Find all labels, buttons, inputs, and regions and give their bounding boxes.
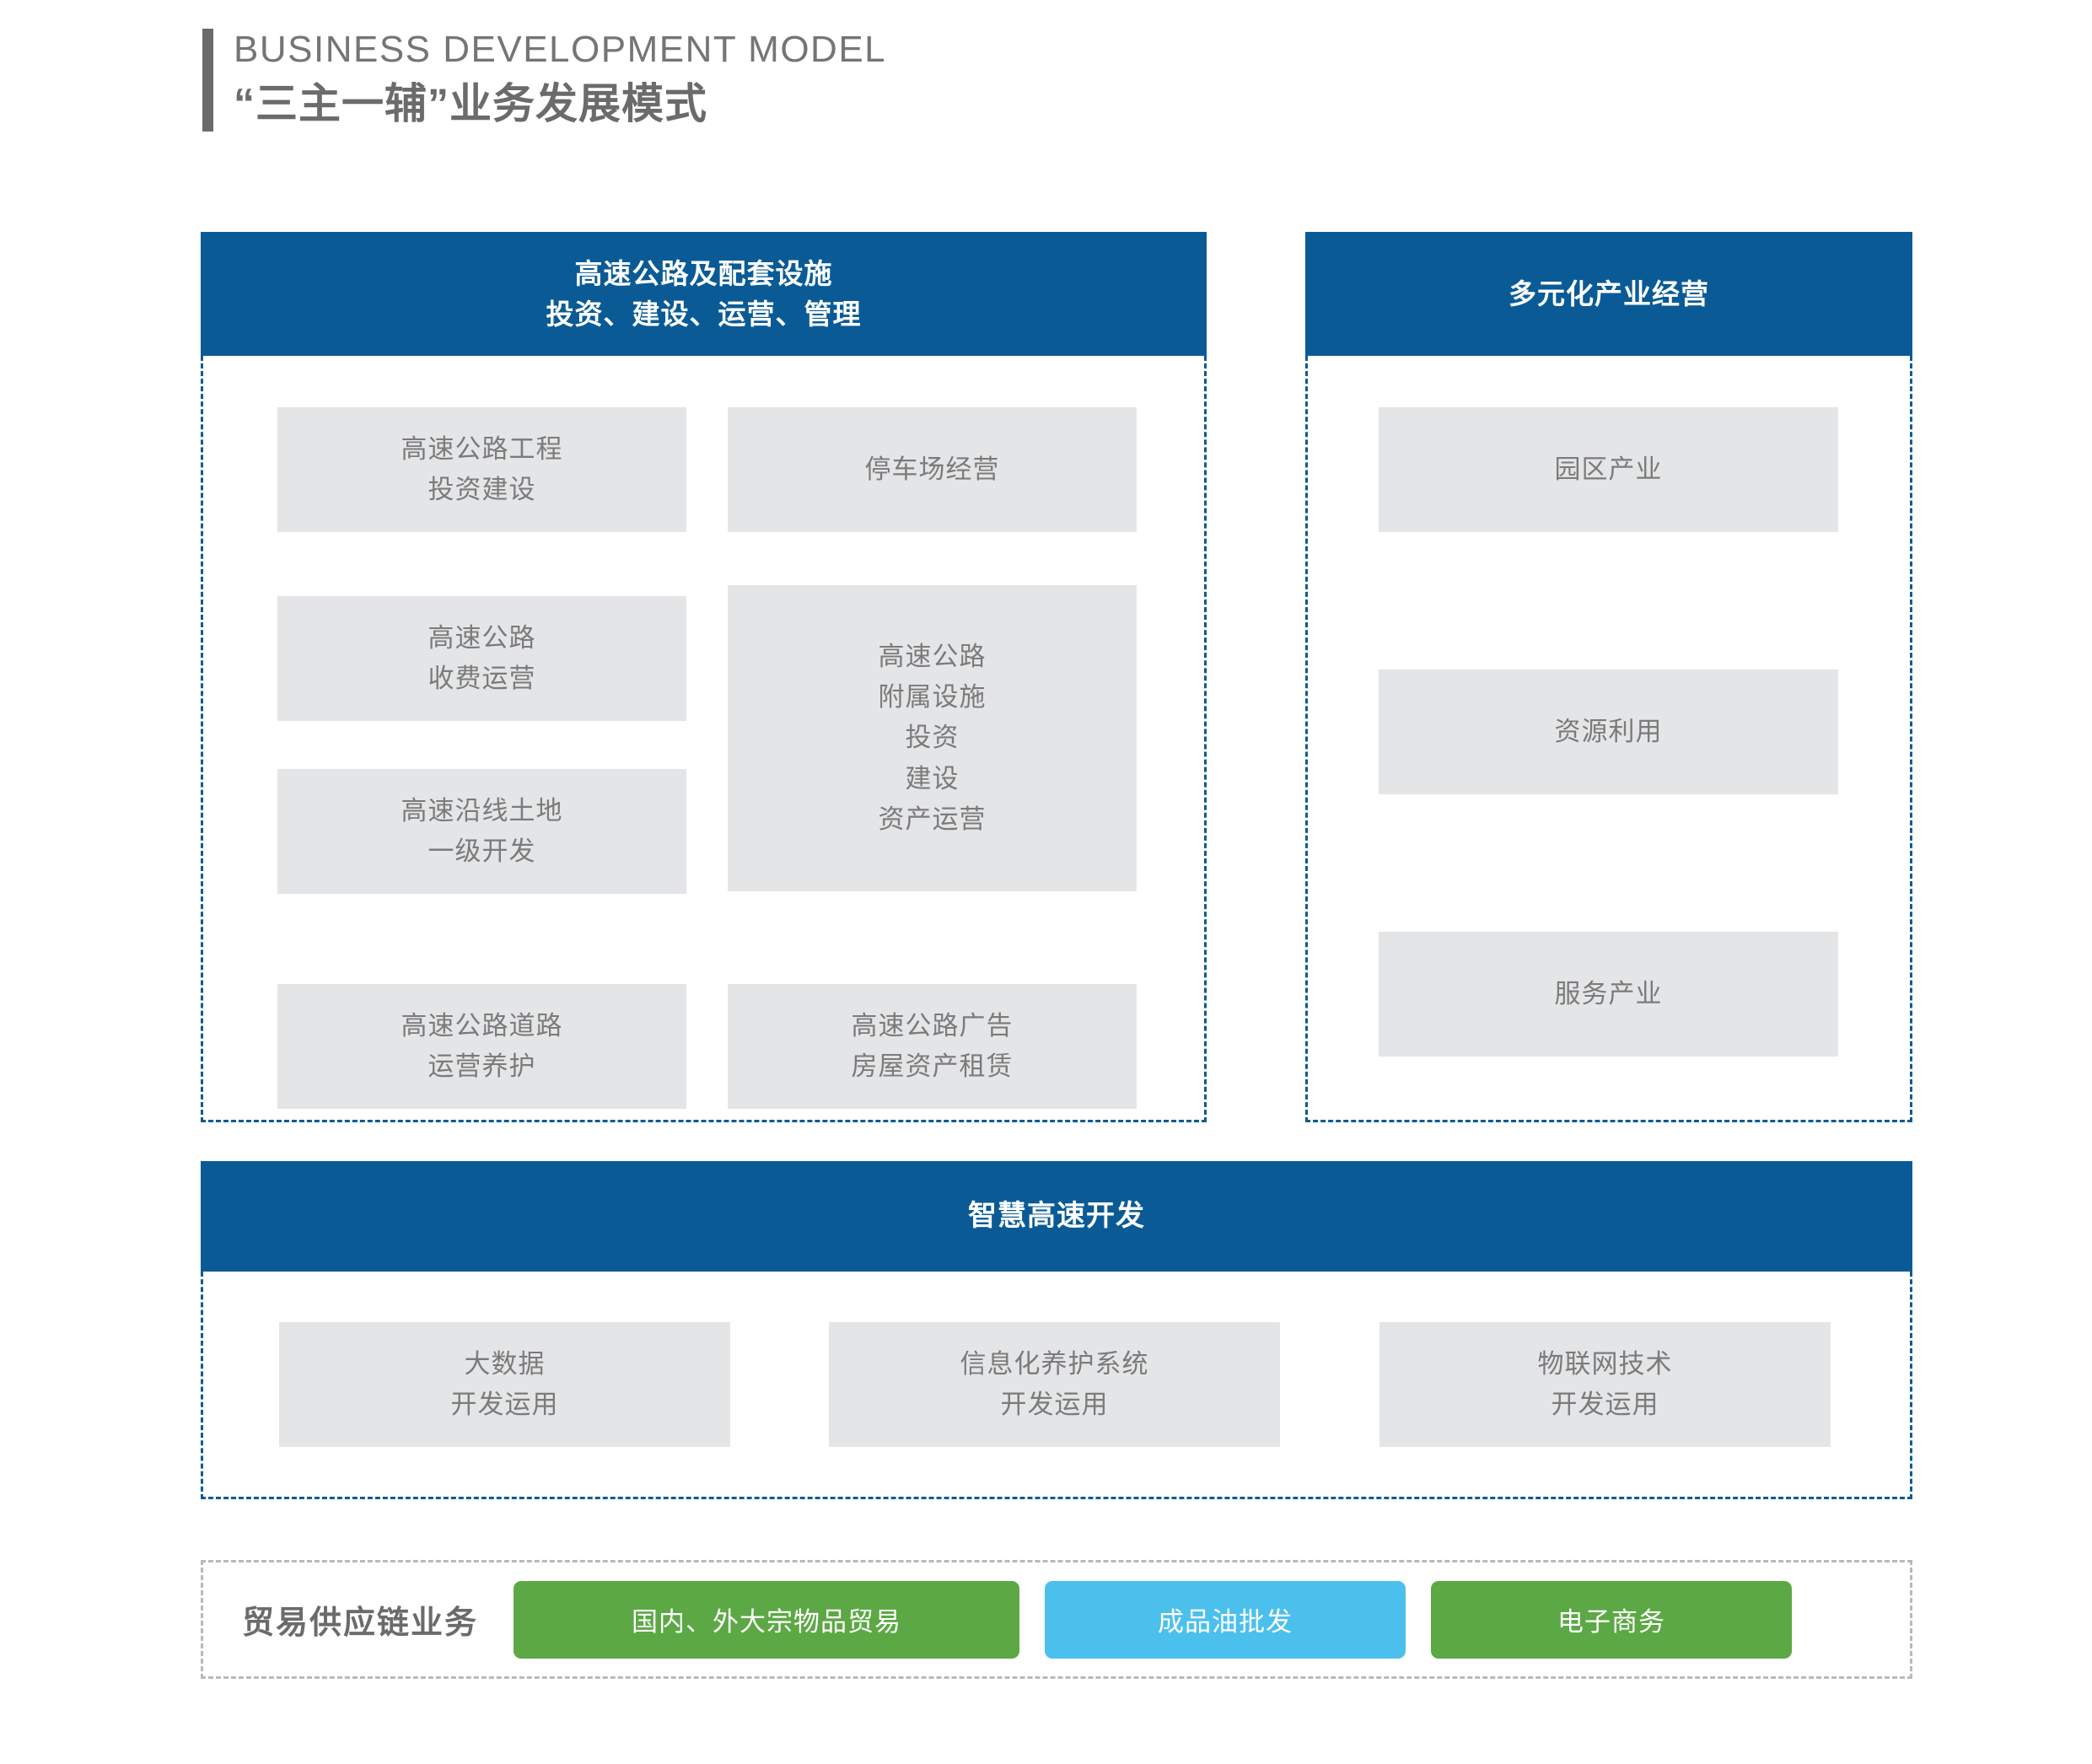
- panel-diversified-header: 多元化产业经营: [1305, 232, 1912, 356]
- box-line: 资源利用: [1554, 716, 1663, 746]
- box-line: 资产运营: [878, 804, 987, 834]
- smart-highway-item-box[interactable]: 大数据 开发运用: [279, 1322, 730, 1447]
- box-line: 高速公路: [428, 622, 536, 653]
- box-line: 投资建设: [428, 475, 536, 504]
- box-line: 开发运用: [450, 1390, 559, 1419]
- panel-smart-highway-header-line1: 智慧高速开发: [968, 1199, 1145, 1232]
- box-line: 收费运营: [428, 664, 536, 693]
- box-line: 停车场经营: [864, 454, 1000, 484]
- diversified-item-box[interactable]: 园区产业: [1379, 407, 1838, 532]
- highway-item-box[interactable]: 高速公路工程 投资建设: [277, 407, 686, 532]
- highway-item-box[interactable]: 高速公路道路 运营养护: [277, 984, 686, 1109]
- smart-highway-item-box[interactable]: 物联网技术 开发运用: [1379, 1322, 1831, 1447]
- panel-diversified-header-line1: 多元化产业经营: [1508, 277, 1709, 309]
- highway-item-box[interactable]: 停车场经营: [728, 407, 1137, 532]
- panel-smart-highway: 智慧高速开发 大数据 开发运用 信息化养护系统 开发运用 物联网技术 开发运用: [201, 1161, 1912, 1499]
- page-title-chinese: “三主一辅”业务发展模式: [234, 79, 707, 127]
- highway-item-box[interactable]: 高速沿线土地 一级开发: [277, 769, 686, 894]
- box-line: 高速公路工程: [401, 433, 563, 464]
- highway-item-box[interactable]: 高速公路广告 房屋资产租赁: [728, 984, 1137, 1109]
- panel-highway: 高速公路及配套设施 投资、建设、运营、管理 高速公路工程 投资建设 高速公路 收…: [201, 232, 1207, 1122]
- panel-highway-header-line2: 投资、建设、运营、管理: [546, 298, 862, 330]
- panel-smart-highway-header: 智慧高速开发: [201, 1161, 1912, 1272]
- smart-highway-item-box[interactable]: 信息化养护系统 开发运用: [829, 1322, 1280, 1447]
- box-line: 高速公路: [878, 642, 987, 672]
- highway-item-box[interactable]: 高速公路 附属设施 投资 建设 资产运营: [728, 585, 1137, 891]
- box-line: 高速公路广告: [851, 1010, 1014, 1041]
- box-line: 房屋资产租赁: [851, 1051, 1014, 1081]
- panel-smart-highway-body: 大数据 开发运用 信息化养护系统 开发运用 物联网技术 开发运用: [201, 1272, 1912, 1499]
- page-title-block: BUSINESS DEVELOPMENT MODEL “三主一辅”业务发展模式: [202, 29, 886, 132]
- box-line: 园区产业: [1554, 454, 1663, 484]
- diversified-item-box[interactable]: 服务产业: [1379, 932, 1838, 1057]
- title-accent-bar: [202, 29, 213, 132]
- highway-item-box[interactable]: 高速公路 收费运营: [277, 596, 686, 721]
- box-line: 高速沿线土地: [401, 795, 563, 826]
- box-line: 信息化养护系统: [960, 1348, 1149, 1379]
- box-line: 一级开发: [428, 836, 536, 866]
- box-line: 高速公路道路: [401, 1010, 563, 1041]
- box-line: 大数据: [464, 1348, 546, 1379]
- trade-pill-bulk-commodity[interactable]: 国内、外大宗物品贸易: [514, 1580, 1020, 1659]
- panel-highway-header: 高速公路及配套设施 投资、建设、运营、管理: [201, 232, 1207, 356]
- panel-diversified: 多元化产业经营 园区产业 资源利用 服务产业: [1305, 232, 1912, 1122]
- box-line: 物联网技术: [1537, 1348, 1673, 1379]
- page-title-english: BUSINESS DEVELOPMENT MODEL: [234, 29, 887, 70]
- panel-highway-header-line1: 高速公路及配套设施: [574, 257, 833, 289]
- title-texts: BUSINESS DEVELOPMENT MODEL “三主一辅”业务发展模式: [234, 29, 886, 132]
- box-line: 运营养护: [428, 1051, 536, 1081]
- trade-pill-refined-oil[interactable]: 成品油批发: [1045, 1580, 1406, 1659]
- box-line: 建设: [905, 763, 960, 793]
- box-line: 服务产业: [1554, 978, 1663, 1008]
- panel-highway-body: 高速公路工程 投资建设 高速公路 收费运营 高速沿线土地 一级开发 高速公路道路…: [201, 356, 1207, 1122]
- trade-pill-ecommerce[interactable]: 电子商务: [1431, 1580, 1793, 1659]
- trade-supply-chain-label: 贸易供应链业务: [242, 1605, 479, 1641]
- box-line: 投资: [905, 723, 960, 753]
- box-line: 开发运用: [1000, 1390, 1109, 1419]
- diversified-item-box[interactable]: 资源利用: [1379, 670, 1838, 794]
- box-line: 开发运用: [1551, 1390, 1659, 1419]
- box-line: 附属设施: [878, 682, 987, 713]
- panel-diversified-body: 园区产业 资源利用 服务产业: [1305, 356, 1912, 1122]
- panel-trade-supply-chain: 贸易供应链业务 国内、外大宗物品贸易 成品油批发 电子商务: [201, 1560, 1912, 1679]
